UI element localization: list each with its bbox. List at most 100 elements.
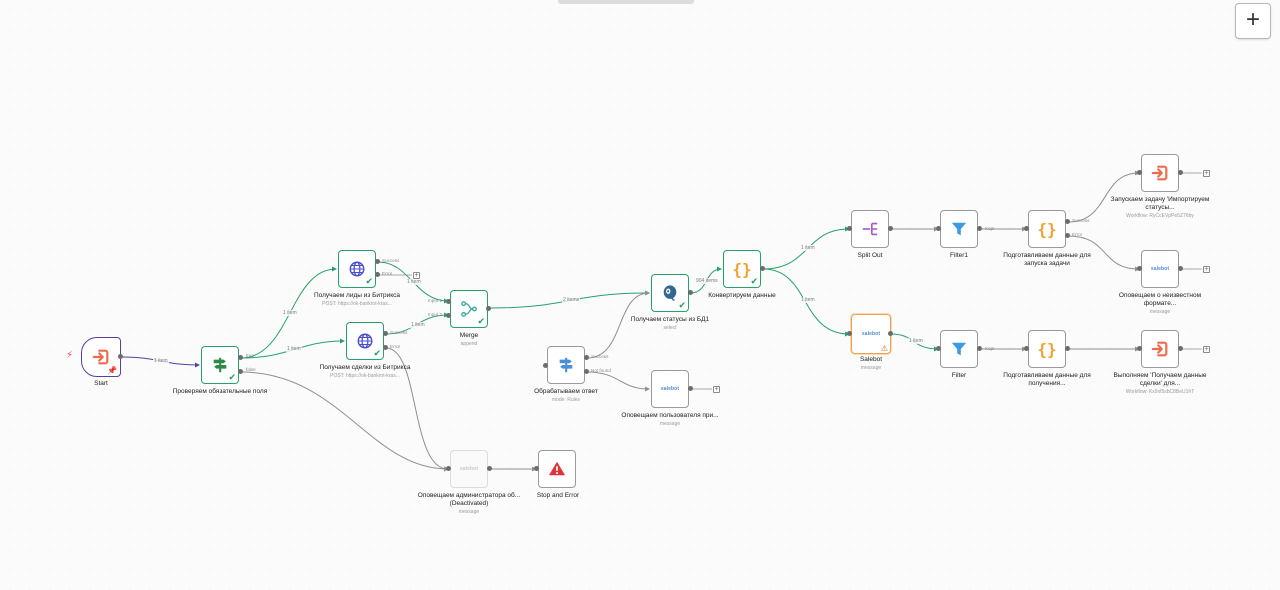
- edge-label-salebot-filter: 1 item: [908, 338, 924, 344]
- node-exec-get-title: Выполняем 'Получаем данные сделки' для..…: [1113, 372, 1207, 395]
- merge-icon: [461, 301, 477, 317]
- node-exec-get[interactable]: [1141, 330, 1179, 368]
- node-start[interactable]: 📌: [81, 337, 121, 377]
- split-icon: [862, 222, 878, 236]
- port-deals-success[interactable]: [383, 331, 388, 336]
- port-label-process-success: Success: [591, 354, 609, 359]
- node-salebot[interactable]: salebot ⚠: [851, 314, 891, 354]
- port-prep-get-in[interactable]: [1024, 346, 1029, 351]
- node-stop-error[interactable]: [538, 450, 576, 488]
- port-filter-out[interactable]: [977, 346, 982, 351]
- add-after-leads-error-button[interactable]: +: [413, 272, 420, 279]
- edge-label-deals-merge: 1 item: [410, 322, 426, 328]
- node-get-deals[interactable]: ✔: [346, 322, 384, 360]
- port-notify-user-out[interactable]: [688, 386, 693, 391]
- edge-process-status[interactable]: [586, 290, 650, 359]
- node-notify-user-title: Оповещаем пользователя при...message: [621, 412, 719, 427]
- node-convert-data[interactable]: {} ✔: [723, 250, 761, 288]
- canvas-top-handle[interactable]: [558, 0, 694, 4]
- port-prep-task-in[interactable]: [1024, 226, 1029, 231]
- port-filter1-in[interactable]: [936, 226, 941, 231]
- add-after-exec-get-button[interactable]: +: [1203, 346, 1210, 353]
- port-leads-success[interactable]: [375, 259, 380, 264]
- edge-label-leads-merge: 1 item: [406, 279, 422, 285]
- port-prep-task-error[interactable]: [1065, 233, 1070, 238]
- port-check-true[interactable]: [238, 355, 243, 360]
- port-exec-get-out[interactable]: [1178, 346, 1183, 351]
- trigger-bolt-icon: ⚡: [66, 350, 74, 361]
- port-start-out[interactable]: [118, 354, 123, 359]
- node-get-leads[interactable]: ✔: [338, 250, 376, 288]
- salebot-logo: salebot: [1150, 266, 1170, 272]
- edge-deals-error-admin[interactable]: [385, 347, 449, 472]
- edge-label-convert-salebot: 1 item: [800, 297, 816, 303]
- node-split-out[interactable]: [851, 210, 889, 248]
- node-filter[interactable]: [940, 330, 978, 368]
- braces-icon: {}: [1037, 219, 1057, 239]
- port-start-task-in[interactable]: [1137, 170, 1142, 175]
- add-after-start-task-button[interactable]: +: [1203, 170, 1210, 177]
- port-start-task-out[interactable]: [1178, 170, 1183, 175]
- port-prep-get-out[interactable]: [1065, 346, 1070, 351]
- warning-badge-icon: ⚠: [880, 344, 888, 353]
- port-filter1-out[interactable]: [977, 226, 982, 231]
- port-notify-admin-in[interactable]: [446, 466, 451, 471]
- port-label-merge-in2: Input 2: [428, 312, 443, 317]
- node-filter1[interactable]: [940, 210, 978, 248]
- port-salebot-in[interactable]: [847, 331, 852, 336]
- port-check-false[interactable]: [238, 369, 243, 374]
- port-stop-in[interactable]: [534, 466, 539, 471]
- port-label-deals-error: Error: [390, 344, 401, 349]
- port-notify-unknown-in[interactable]: [1137, 266, 1142, 271]
- edge-process-notify[interactable]: [586, 371, 650, 392]
- add-node-button[interactable]: +: [1235, 3, 1271, 39]
- port-prep-task-success[interactable]: [1065, 219, 1070, 224]
- add-after-notify-unknown-button[interactable]: +: [1203, 266, 1210, 273]
- edge-label-convert-split: 1 item: [800, 245, 816, 251]
- port-process-in[interactable]: [543, 363, 548, 368]
- edge-check-admin[interactable]: [240, 371, 449, 472]
- node-prep-task[interactable]: {}: [1028, 210, 1066, 248]
- port-exec-get-in[interactable]: [1137, 346, 1142, 351]
- success-check-icon: ✔: [373, 348, 381, 358]
- node-process-response[interactable]: [547, 346, 585, 384]
- node-split-title: Split Out: [857, 252, 883, 259]
- port-split-in[interactable]: [847, 226, 852, 231]
- success-check-icon: ✔: [228, 372, 236, 382]
- port-split-out[interactable]: [888, 226, 893, 231]
- edge-prep-notify-unknown[interactable]: [1067, 235, 1140, 272]
- port-convert-out[interactable]: [760, 266, 765, 271]
- salebot-logo: salebot: [459, 466, 479, 472]
- port-merge-in2[interactable]: [446, 313, 451, 318]
- port-deals-error[interactable]: [383, 345, 388, 350]
- port-notify-unknown-out[interactable]: [1178, 266, 1183, 271]
- pin-icon: 📌: [107, 366, 117, 375]
- node-start-task[interactable]: [1141, 154, 1179, 192]
- salebot-logo: salebot: [660, 386, 680, 392]
- node-start-title: Start: [94, 380, 108, 387]
- port-process-notfound[interactable]: [584, 369, 589, 374]
- port-statuses-out[interactable]: [688, 290, 693, 295]
- node-check-required[interactable]: ✔: [201, 346, 239, 384]
- node-prep-get[interactable]: {}: [1028, 330, 1066, 368]
- port-label-deals-success: Success: [390, 330, 408, 335]
- port-notify-admin-out[interactable]: [487, 466, 492, 471]
- add-after-notify-user-button[interactable]: +: [713, 386, 720, 393]
- port-leads-error[interactable]: [375, 272, 380, 277]
- edge-label-status-convert: 904 items: [695, 278, 719, 284]
- port-process-success[interactable]: [584, 355, 589, 360]
- node-notify-admin[interactable]: salebot: [450, 450, 488, 488]
- port-salebot-out[interactable]: [888, 331, 893, 336]
- node-prep-task-title: Подготавливаем данные для запуска задачи: [1003, 252, 1091, 267]
- node-merge[interactable]: ✔: [450, 290, 488, 328]
- node-get-statuses[interactable]: ✔: [651, 274, 689, 312]
- node-notify-unknown[interactable]: salebot: [1141, 250, 1179, 288]
- port-filter-in[interactable]: [936, 346, 941, 351]
- port-merge-in1[interactable]: [446, 299, 451, 304]
- edge-prep-start-task[interactable]: [1067, 170, 1140, 223]
- node-notify-user[interactable]: salebot: [651, 370, 689, 408]
- success-check-icon: ✔: [477, 316, 485, 326]
- port-merge-out[interactable]: [486, 306, 491, 311]
- sign-in-icon: [92, 349, 109, 365]
